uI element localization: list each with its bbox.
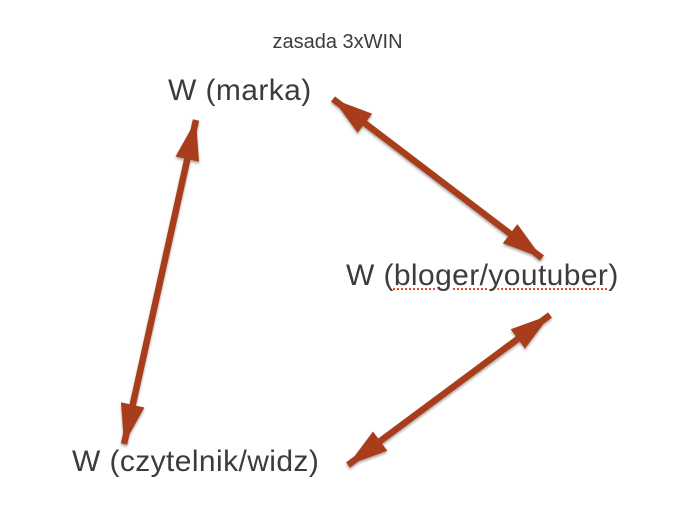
node-bloger-label-prefix: W (	[346, 259, 394, 292]
node-bloger-youtuber-label: W (bloger/youtuber)	[346, 259, 619, 293]
arrow-bloger-czytelnik	[346, 312, 552, 468]
node-czytelnik-widz-label: W (czytelnik/widz)	[72, 445, 320, 478]
spellcheck-underlined-text: bloger/youtuber	[393, 259, 609, 292]
node-bloger-label-suffix: )	[608, 259, 619, 292]
arrow-marka-bloger	[331, 96, 544, 261]
arrow-marka-czytelnik	[120, 119, 200, 445]
slide-title: zasada 3xWIN	[272, 31, 403, 53]
node-marka-label: W (marka)	[168, 74, 312, 107]
